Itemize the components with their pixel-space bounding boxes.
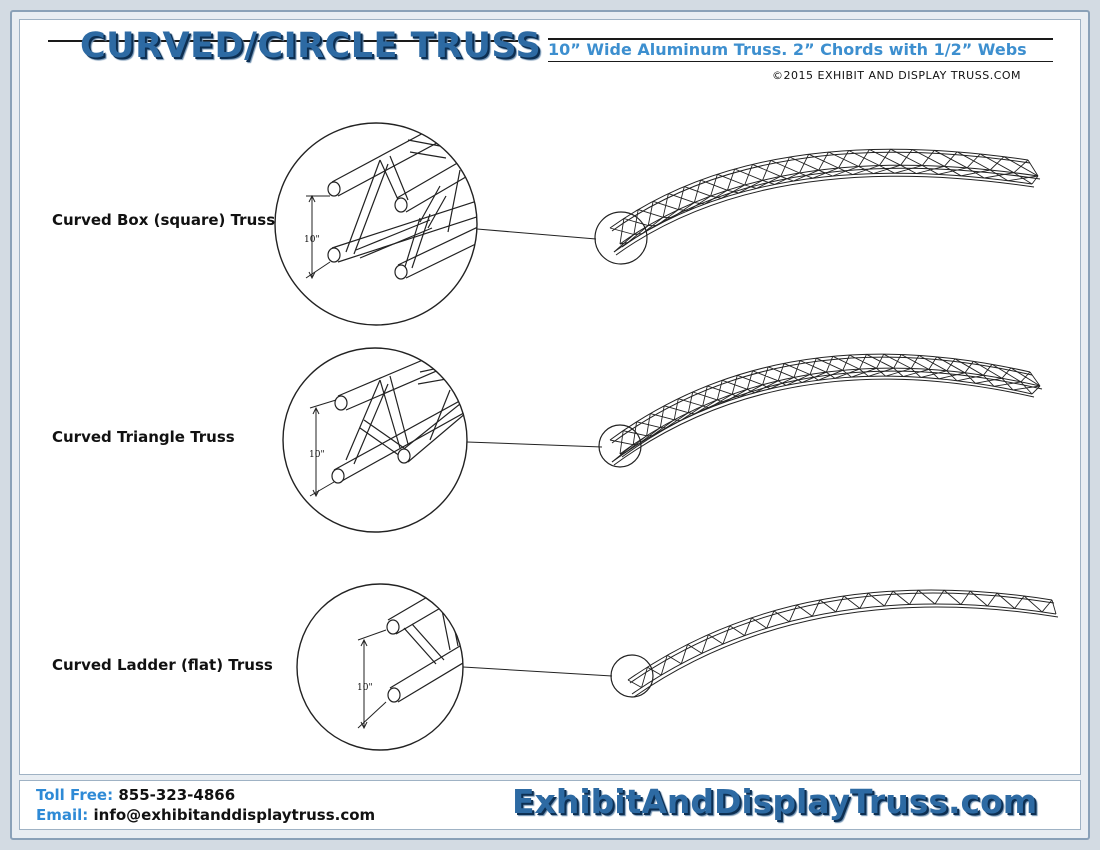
label-triangle-truss: Curved Triangle Truss [52,428,235,446]
phone-line: Toll Free: 855-323-4866 [36,786,235,804]
header-rule-right [548,38,1053,40]
footer-bar [19,780,1081,830]
box-truss-detail: 10" [274,122,648,326]
label-box-truss: Curved Box (square) Truss [52,211,276,229]
email-line: Email: info@exhibitanddisplaytruss.com [36,806,375,824]
page-title: CURVED/CIRCLE TRUSS [80,26,542,66]
ladder-truss-detail: 10" [296,583,654,751]
header-rule-under [548,61,1053,62]
phone-label: Toll Free: [36,786,114,804]
email-link[interactable]: info@exhibitanddisplaytruss.com [93,806,376,824]
content-panel [19,19,1081,775]
triangle-truss-arc [609,353,1043,466]
brand-website[interactable]: ExhibitAndDisplayTruss.com [512,782,1038,821]
dimension-label: 10" [309,450,325,460]
dimension-label: 10" [304,235,320,245]
header-rule-left [48,40,518,42]
triangle-truss-detail: 10" [282,347,642,533]
email-label: Email: [36,806,89,824]
dimension-label: 10" [357,683,373,693]
page-subtitle: 10” Wide Aluminum Truss. 2” Chords with … [548,40,1027,59]
box-truss-arc [609,148,1041,256]
phone-number[interactable]: 855-323-4866 [118,786,236,804]
label-ladder-truss: Curved Ladder (flat) Truss [52,656,273,674]
ladder-truss-arc [627,589,1059,698]
copyright-notice: ©2015 EXHIBIT AND DISPLAY TRUSS.COM [772,69,1022,82]
